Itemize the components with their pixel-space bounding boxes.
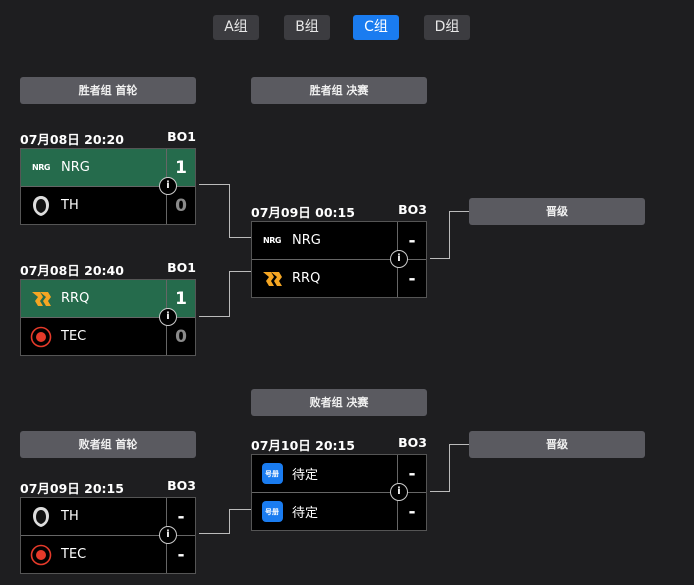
team-name: NRG: [61, 160, 90, 175]
tab-group-b[interactable]: B组: [284, 15, 330, 40]
team-row[interactable]: NRG NRG 1: [21, 149, 195, 186]
team-name: NRG: [292, 233, 321, 248]
tec-logo-icon: [29, 544, 53, 566]
match-time: 07月08日 20:20: [20, 132, 124, 147]
nrg-logo-icon: NRG: [263, 236, 281, 245]
connector: [449, 211, 469, 212]
nrg-logo-icon: NRG: [32, 163, 50, 172]
team-score: -: [166, 536, 195, 573]
connector: [199, 184, 230, 185]
rrq-logo-icon: [260, 270, 284, 288]
team-score: -: [397, 493, 426, 530]
match-time: 07月09日 20:15: [20, 481, 124, 496]
connector: [449, 444, 469, 445]
match-format: BO1: [167, 260, 196, 275]
team-score: 1: [166, 149, 195, 186]
tab-group-a[interactable]: A组: [213, 15, 259, 40]
match-time: 07月08日 20:40: [20, 263, 124, 278]
tab-group-c[interactable]: C组: [353, 15, 399, 40]
team-row[interactable]: TH 0: [21, 186, 195, 224]
match-meta: 07月08日 20:20 BO1: [20, 129, 196, 148]
team-score: -: [397, 222, 426, 259]
match-format: BO3: [398, 202, 427, 217]
connector: [229, 509, 251, 510]
losers-round1-header: 败者组 首轮: [20, 431, 196, 458]
rrq-logo-icon: [29, 290, 53, 308]
team-name: TH: [61, 198, 79, 213]
team-name: TEC: [61, 329, 87, 344]
th-logo-icon: [29, 506, 53, 528]
team-score: -: [397, 455, 426, 492]
info-icon[interactable]: i: [159, 177, 177, 195]
match-format: BO3: [167, 478, 196, 493]
match-meta: 07月10日 20:15 BO3: [251, 435, 427, 454]
winners-final-header: 胜者组 决赛: [251, 77, 427, 104]
connector: [199, 316, 230, 317]
connector: [449, 444, 450, 492]
winners-round1-header: 胜者组 首轮: [20, 77, 196, 104]
connector: [229, 237, 251, 238]
match-card[interactable]: RRQ 1 TEC 0: [20, 279, 196, 356]
team-score: -: [397, 260, 426, 297]
connector: [449, 211, 450, 259]
team-row[interactable]: 号册 待定 -: [252, 455, 426, 492]
team-row[interactable]: TH -: [21, 498, 195, 535]
team-score: 0: [166, 318, 195, 355]
info-icon[interactable]: i: [390, 483, 408, 501]
team-row[interactable]: TEC 0: [21, 317, 195, 355]
match-card[interactable]: 号册 待定 - 号册 待定 -: [251, 454, 427, 531]
match-time: 07月09日 00:15: [251, 205, 355, 220]
team-name: RRQ: [292, 271, 321, 286]
match-format: BO1: [167, 129, 196, 144]
team-row[interactable]: RRQ -: [252, 259, 426, 297]
team-score: -: [166, 498, 195, 535]
match-meta: 07月09日 20:15 BO3: [20, 478, 196, 497]
match-meta: 07月09日 00:15 BO3: [251, 202, 427, 221]
advance-box-winners: 晋级: [469, 198, 645, 225]
tbd-logo-icon: 号册: [260, 463, 284, 484]
team-name: TEC: [61, 547, 87, 562]
info-icon[interactable]: i: [159, 526, 177, 544]
team-score: 1: [166, 280, 195, 317]
team-score: 0: [166, 187, 195, 224]
team-row[interactable]: 号册 待定 -: [252, 492, 426, 530]
tab-group-d[interactable]: D组: [424, 15, 470, 40]
team-name: 待定: [292, 468, 319, 483]
match-meta: 07月08日 20:40 BO1: [20, 260, 196, 279]
connector: [430, 491, 450, 492]
info-icon[interactable]: i: [159, 308, 177, 326]
tbd-logo-icon: 号册: [260, 501, 284, 522]
match-time: 07月10日 20:15: [251, 438, 355, 453]
team-name: TH: [61, 509, 79, 524]
match-format: BO3: [398, 435, 427, 450]
team-row[interactable]: TEC -: [21, 535, 195, 573]
losers-final-header: 败者组 决赛: [251, 389, 427, 416]
advance-box-losers: 晋级: [469, 431, 645, 458]
team-name: 待定: [292, 506, 319, 521]
th-logo-icon: [29, 195, 53, 217]
info-icon[interactable]: i: [390, 250, 408, 268]
team-name: RRQ: [61, 291, 90, 306]
connector: [229, 271, 230, 317]
tec-logo-icon: [29, 326, 53, 348]
connector: [229, 184, 230, 238]
connector: [229, 271, 251, 272]
connector: [430, 258, 450, 259]
connector: [229, 509, 230, 534]
team-row[interactable]: NRG NRG -: [252, 222, 426, 259]
connector: [199, 533, 230, 534]
